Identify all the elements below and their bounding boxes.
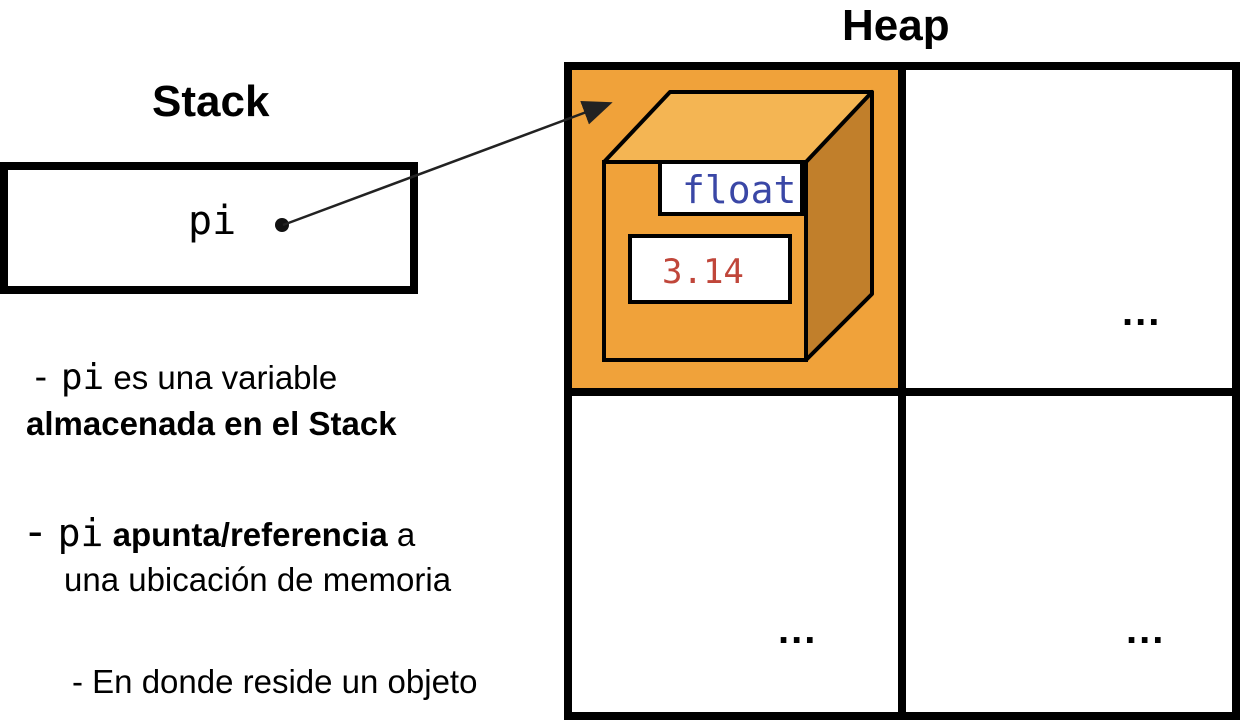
note-2-var: pi	[57, 511, 104, 555]
heap-cell-ellipsis: ...	[778, 608, 818, 652]
note-3: - En donde reside un objeto	[72, 663, 478, 700]
note-1-text: es una variable	[113, 359, 338, 396]
heap-border-left	[564, 62, 572, 720]
heap-title: Heap	[842, 1, 950, 50]
stack-title: Stack	[152, 77, 270, 126]
reference-arrow	[282, 101, 613, 227]
object-type-box: float	[658, 160, 804, 216]
note-1-bold: almacenada en el Stack	[26, 405, 397, 442]
heap-cell-ellipsis: ...	[1122, 290, 1162, 334]
note-2: - pi apunta/referencia a	[22, 506, 415, 559]
stack-variable-name: pi	[188, 198, 237, 244]
note-1-var: pi	[60, 357, 105, 398]
note-2-dash: -	[22, 506, 49, 557]
heap-divider-vertical	[898, 62, 906, 720]
object-value-label: 3.14	[662, 252, 744, 292]
note-1-dash: -	[30, 357, 52, 398]
object-value-box: 3.14	[628, 234, 792, 304]
reference-dot	[275, 218, 289, 232]
stack-frame	[0, 162, 418, 294]
note-1: - pi es una variable	[30, 356, 337, 399]
note-2-continuation: una ubicación de memoria	[64, 561, 452, 598]
heap-cell-ellipsis: ...	[1126, 608, 1166, 652]
note-2-bold: apunta/referencia	[112, 516, 388, 553]
object-type-label: float	[682, 168, 797, 212]
heap-border-right	[1232, 62, 1240, 720]
note-2-a: a	[396, 516, 416, 553]
